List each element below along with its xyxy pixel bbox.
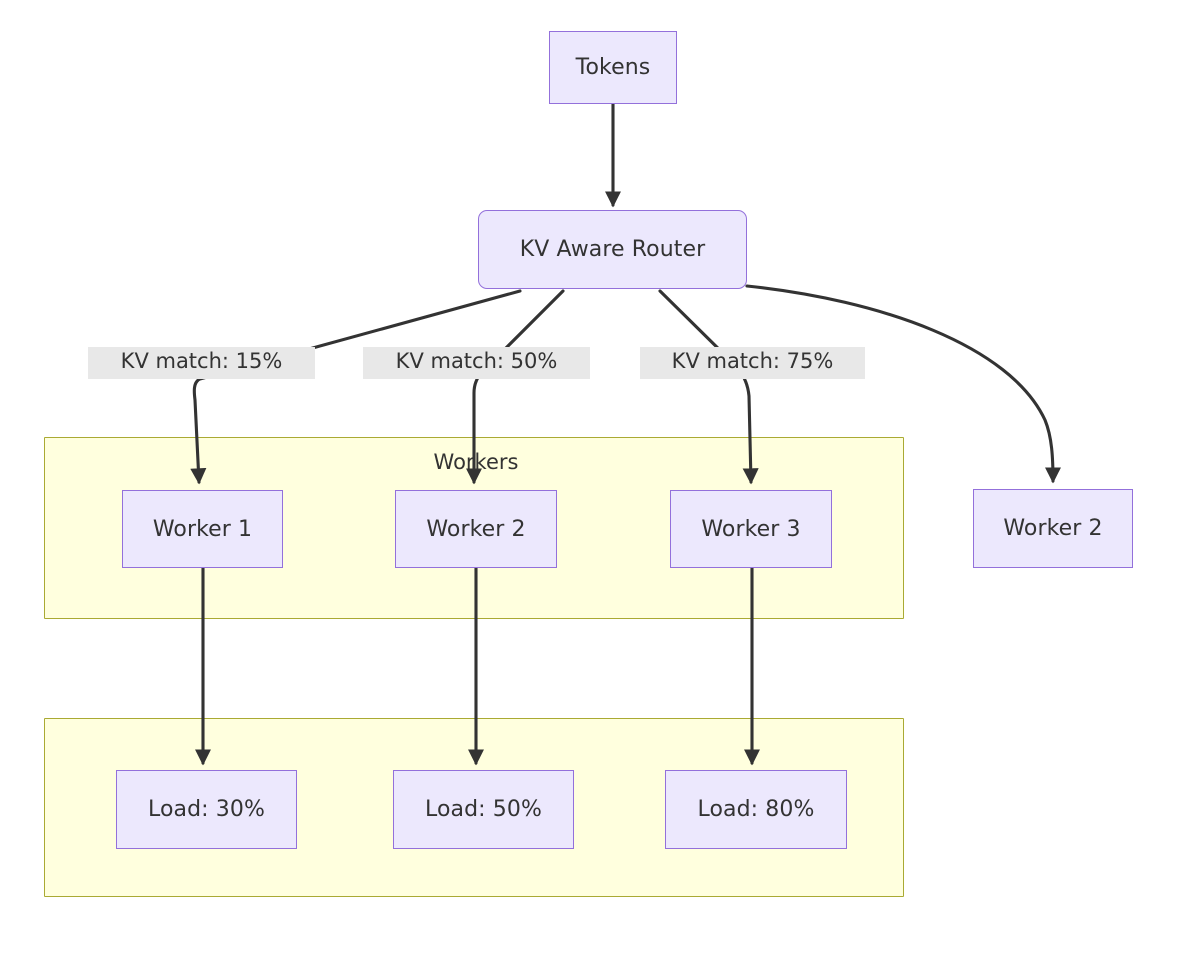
edge-label-kv-match-15: KV match: 15% bbox=[88, 347, 315, 379]
cluster-workers-label: Workers bbox=[433, 450, 519, 474]
node-worker-1[interactable]: Worker 1 bbox=[122, 490, 283, 568]
edge-label-kv-match-75: KV match: 75% bbox=[640, 347, 865, 379]
node-worker-3[interactable]: Worker 3 bbox=[670, 490, 832, 568]
node-load-3[interactable]: Load: 80% bbox=[665, 770, 847, 849]
node-load-1[interactable]: Load: 30% bbox=[116, 770, 297, 849]
node-load-2[interactable]: Load: 50% bbox=[393, 770, 574, 849]
node-worker-2[interactable]: Worker 2 bbox=[395, 490, 557, 568]
node-worker-overflow[interactable]: Worker 2 bbox=[973, 489, 1133, 568]
node-kv-aware-router[interactable]: KV Aware Router bbox=[478, 210, 747, 289]
edge-label-kv-match-50: KV match: 50% bbox=[363, 347, 590, 379]
node-tokens[interactable]: Tokens bbox=[549, 31, 677, 104]
